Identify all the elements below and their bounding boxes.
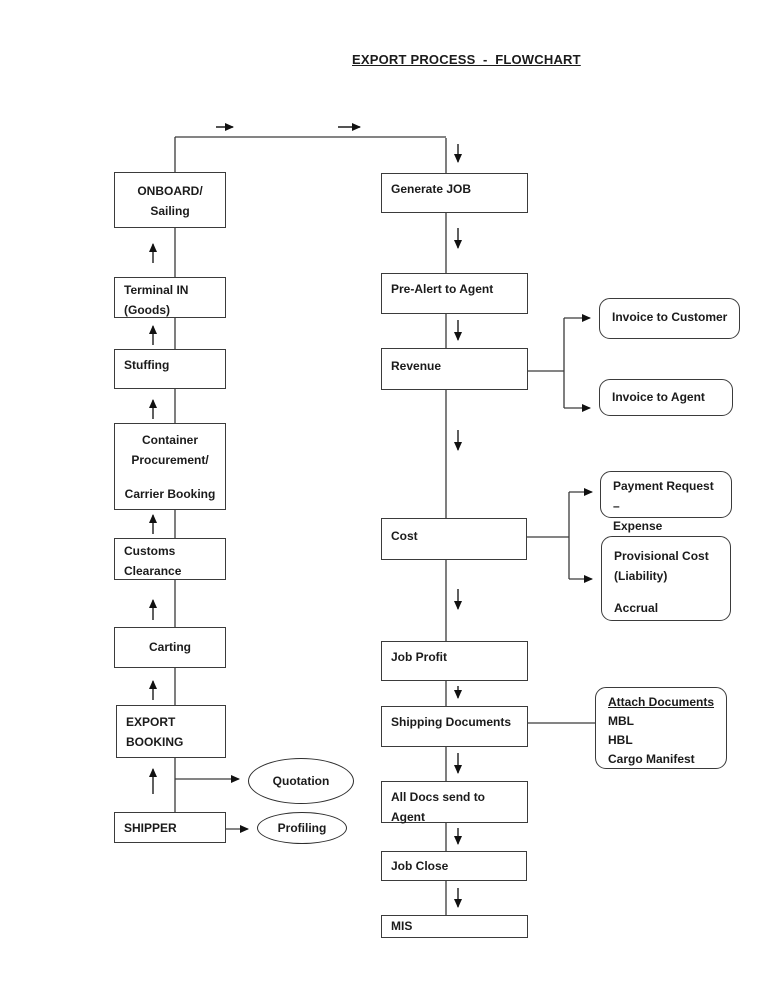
node-revenue: Revenue [381, 348, 528, 390]
callout-label: Invoice to Customer [612, 310, 728, 324]
node-terminal-in: Terminal IN (Goods) [114, 277, 226, 318]
page-title: EXPORT PROCESS - FLOWCHART [352, 52, 581, 67]
node-label: Carting [149, 640, 191, 654]
node-label: Container [141, 433, 198, 447]
node-label: BOOKING [126, 735, 184, 749]
callout-invoice-to-customer: Invoice to Customer [599, 298, 740, 339]
node-label: Cost [391, 529, 418, 543]
callout-label: HBL [608, 733, 633, 747]
callout-label: (Liability) [614, 569, 668, 583]
node-all-docs-send: All Docs send to Agent [381, 781, 528, 824]
terminal-label: Profiling [277, 821, 327, 835]
node-mis: MIS [381, 915, 528, 938]
callout-label: Provisional Cost [614, 549, 709, 563]
callout-label: MBL [608, 714, 634, 728]
callout-attach-documents: Attach Documents MBL HBL Cargo Manifest [595, 687, 727, 769]
terminal-quotation: Quotation [248, 758, 354, 804]
cost-branch-connector [527, 488, 593, 583]
node-customs-clearance: Customs Clearance [114, 538, 226, 580]
callout-heading: Attach Documents [608, 695, 715, 709]
node-label: Job Profit [391, 650, 447, 664]
node-label: Carrier Booking [124, 487, 216, 501]
terminal-connectors [175, 775, 249, 833]
callout-payment-request: Payment Request – Expense [600, 471, 732, 533]
node-label: Sailing [150, 204, 190, 218]
callout-label: Invoice to Agent [612, 390, 705, 404]
callout-label: Accrual [614, 601, 659, 615]
node-label: (Goods) [124, 303, 170, 317]
terminal-profiling: Profiling [257, 812, 347, 844]
node-shipper: SHIPPER [114, 812, 226, 843]
node-label: EXPORT [126, 715, 176, 729]
node-label: Shipping Documents [391, 715, 511, 729]
node-label: Job Close [391, 859, 449, 873]
node-label: Clearance [124, 564, 182, 578]
node-label: Procurement/ [131, 453, 209, 467]
node-export-booking: EXPORT BOOKING [116, 705, 226, 758]
callout-label: Cargo Manifest [608, 752, 695, 766]
node-job-close: Job Close [381, 851, 527, 881]
node-stuffing: Stuffing [114, 349, 226, 389]
node-job-profit: Job Profit [381, 641, 528, 681]
callout-label: Payment Request – [613, 479, 714, 513]
revenue-branch-connector [528, 314, 591, 412]
node-label: Stuffing [124, 358, 170, 372]
node-label: Terminal IN [124, 283, 189, 297]
node-pre-alert: Pre-Alert to Agent [381, 273, 528, 314]
terminal-label: Quotation [272, 774, 330, 788]
callout-invoice-to-agent: Invoice to Agent [599, 379, 733, 416]
node-carting: Carting [114, 627, 226, 668]
node-cost: Cost [381, 518, 527, 560]
node-label: ONBOARD/ [137, 184, 203, 198]
node-label: MIS [391, 919, 413, 933]
callout-provisional-cost: Provisional Cost (Liability) Accrual [601, 536, 731, 621]
node-label: Revenue [391, 359, 442, 373]
node-label: SHIPPER [124, 821, 177, 835]
node-label: All Docs send to Agent [391, 790, 486, 824]
callout-label: Expense [613, 519, 663, 533]
node-onboard-sailing: ONBOARD/ Sailing [114, 172, 226, 228]
node-shipping-documents: Shipping Documents [381, 706, 528, 747]
node-label: Pre-Alert to Agent [391, 282, 494, 296]
node-container-procurement: Container Procurement/ Carrier Booking [114, 423, 226, 510]
node-generate-job: Generate JOB [381, 173, 528, 213]
node-label: Generate JOB [391, 182, 472, 196]
node-label: Customs [124, 544, 176, 558]
